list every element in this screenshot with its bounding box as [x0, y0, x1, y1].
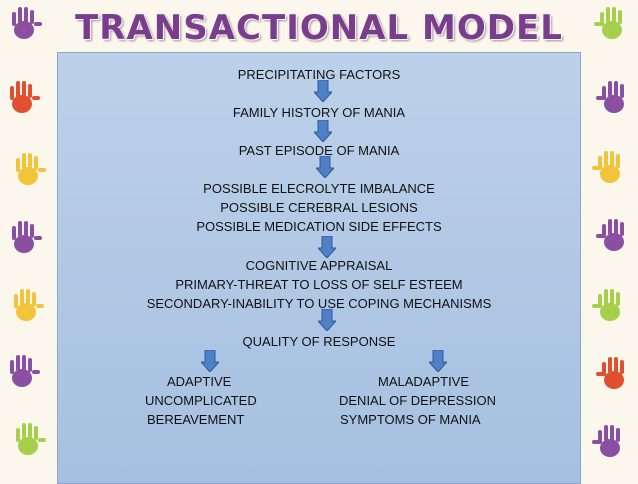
primary-threat-label: PRIMARY-THREAT TO LOSS OF SELF ESTEEM: [175, 277, 463, 292]
handprint-icon: [16, 153, 46, 185]
slide-title: TRANSACTIONAL MODEL: [75, 8, 563, 48]
possible-cerebral-label: POSSIBLE CEREBRAL LESIONS: [220, 200, 418, 215]
adaptive-line-1: UNCOMPLICATED: [145, 393, 257, 408]
down-arrow-icon: [318, 309, 336, 331]
quality-of-response-label: QUALITY OF RESPONSE: [242, 334, 396, 349]
handprint-icon: [12, 221, 42, 253]
down-arrow-icon: [201, 350, 219, 372]
maladaptive-heading: MALADAPTIVE: [378, 374, 470, 389]
maladaptive-line-1: DENIAL OF DEPRESSION: [339, 393, 496, 408]
handprint-icon: [594, 7, 622, 39]
down-arrow-icon: [314, 80, 332, 102]
cognitive-appraisal-label: COGNITIVE APPRAISAL: [245, 258, 393, 273]
handprint-icon: [10, 81, 40, 113]
possible-medication-label: POSSIBLE MEDICATION SIDE EFFECTS: [196, 219, 442, 234]
handprint-icon: [596, 219, 624, 251]
handprint-icon: [596, 81, 624, 113]
handprint-icon: [592, 151, 620, 183]
handprint-icon: [10, 355, 40, 387]
handprint-icon: [596, 357, 624, 389]
secondary-inability-label: SECONDARY-INABILITY TO USE COPING MECHAN…: [146, 296, 492, 311]
down-arrow-icon: [316, 156, 334, 178]
possible-electrolyte-label: POSSIBLE ELECROLYTE IMBALANCE: [203, 181, 435, 196]
down-arrow-icon: [318, 236, 336, 258]
handprint-icon: [14, 289, 44, 321]
down-arrow-icon: [429, 350, 447, 372]
handprint-icon: [592, 425, 620, 457]
handprint-icon: [16, 423, 46, 455]
family-history-label: FAMILY HISTORY OF MANIA: [232, 105, 406, 120]
handprint-icon: [12, 7, 42, 39]
precipitating-factors-label: PRECIPITATING FACTORS: [237, 67, 401, 82]
maladaptive-line-2: SYMPTOMS OF MANIA: [340, 412, 481, 427]
adaptive-line-2: BEREAVEMENT: [147, 412, 245, 427]
handprint-icon: [592, 289, 620, 321]
adaptive-heading: ADAPTIVE: [167, 374, 232, 389]
past-episode-label: PAST EPISODE OF MANIA: [238, 143, 400, 158]
down-arrow-icon: [314, 120, 332, 142]
